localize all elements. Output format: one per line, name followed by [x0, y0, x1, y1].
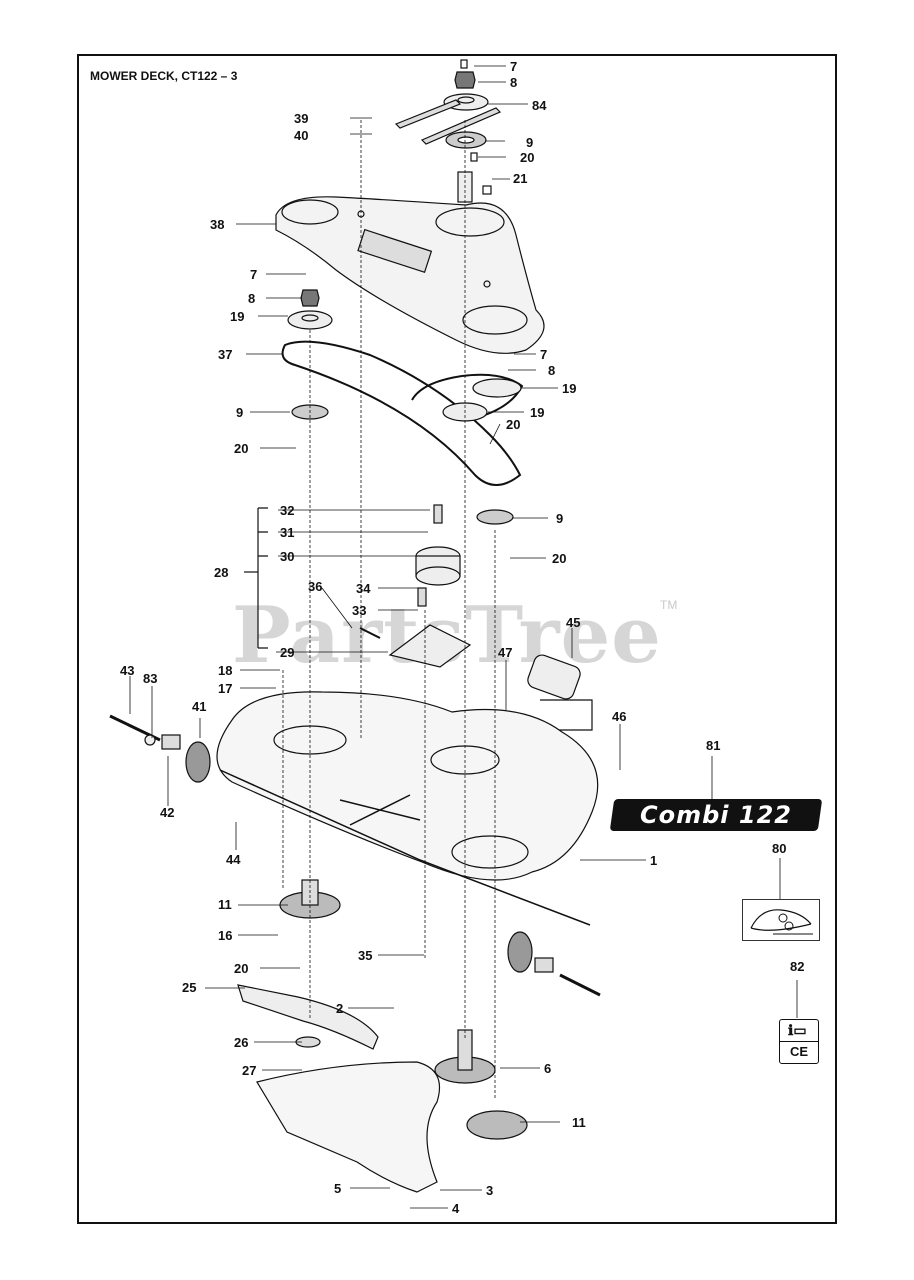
callout-80: 80: [772, 841, 787, 856]
callout-5: 5: [334, 1181, 342, 1196]
callout-20-right-lower: 20: [552, 551, 567, 566]
callout-19-right-upper: 19: [562, 381, 577, 396]
callout-20-left: 20: [234, 441, 249, 456]
callout-39: 39: [294, 111, 309, 126]
callout-81: 81: [706, 738, 721, 753]
cutting-blade: [237, 984, 379, 1050]
callout-19-left: 19: [230, 309, 245, 324]
callout-9-right: 9: [556, 511, 564, 526]
manual-info-icon: ℹ▭: [788, 1022, 807, 1038]
callout-26: 26: [234, 1035, 249, 1050]
mower-deck: [216, 691, 599, 881]
callout-40: 40: [294, 128, 309, 143]
callout-8-right: 8: [548, 363, 556, 378]
callout-33: 33: [352, 603, 367, 618]
callout-19-right-lower: 19: [530, 405, 545, 420]
callout-6: 6: [544, 1061, 552, 1076]
callout-20-right-upper: 20: [506, 417, 521, 432]
combi-decal-text: Combi 122: [640, 801, 792, 829]
callout-47: 47: [498, 645, 513, 660]
callout-37: 37: [218, 347, 233, 362]
callout-1: 1: [650, 853, 658, 868]
callout-3: 3: [486, 1183, 494, 1198]
callout-83: 83: [143, 671, 158, 686]
belt-routing-icon: [750, 909, 813, 935]
callout-31: 31: [280, 525, 295, 540]
belt-routing-decal: [742, 899, 820, 941]
callout-32: 32: [280, 503, 295, 518]
callout-35: 35: [358, 948, 373, 963]
callout-46: 46: [612, 709, 627, 724]
callout-2: 2: [336, 1001, 344, 1016]
callout-28: 28: [214, 565, 229, 580]
callout-21: 21: [513, 171, 528, 186]
ce-info-decal: ℹ▭ CE: [779, 1019, 819, 1064]
callout-25: 25: [182, 980, 197, 995]
callout-18: 18: [218, 663, 233, 678]
deck-baffle: [256, 1061, 441, 1193]
callout-42: 42: [160, 805, 175, 820]
callout-16: 16: [218, 928, 233, 943]
callout-11-left: 11: [218, 897, 232, 912]
callout-20-top: 20: [520, 150, 535, 165]
combi-decal: Combi 122: [609, 799, 823, 831]
callout-9-top: 9: [526, 135, 534, 150]
callout-27: 27: [242, 1063, 257, 1078]
page-title: MOWER DECK, CT122 – 3: [90, 69, 238, 83]
callout-7-right: 7: [540, 347, 548, 362]
callout-4: 4: [452, 1201, 460, 1216]
callout-41: 41: [192, 699, 207, 714]
callout-44: 44: [226, 852, 241, 867]
callout-82: 82: [790, 959, 805, 974]
callout-7-top: 7: [510, 59, 518, 74]
callout-8-left: 8: [248, 291, 256, 306]
top-pulley-assembly: [394, 59, 502, 203]
callout-30: 30: [280, 549, 295, 564]
callout-17: 17: [218, 681, 233, 696]
callout-9-left: 9: [236, 405, 244, 420]
watermark-tm: TM: [660, 598, 678, 612]
callout-38: 38: [210, 217, 225, 232]
callout-45: 45: [566, 615, 581, 630]
callout-34: 34: [356, 581, 371, 596]
callout-36: 36: [308, 579, 323, 594]
callout-20-bottom: 20: [234, 961, 249, 976]
callout-8-top: 8: [510, 75, 518, 90]
callout-11-right: 11: [572, 1115, 586, 1130]
callout-7-left: 7: [250, 267, 258, 282]
diagram-frame: [77, 54, 837, 1224]
callout-29: 29: [280, 645, 295, 660]
callout-43: 43: [120, 663, 135, 678]
drive-belt: [281, 340, 522, 486]
ce-divider: [780, 1041, 818, 1042]
callout-84: 84: [532, 98, 547, 113]
ce-mark: CE: [789, 1044, 809, 1059]
